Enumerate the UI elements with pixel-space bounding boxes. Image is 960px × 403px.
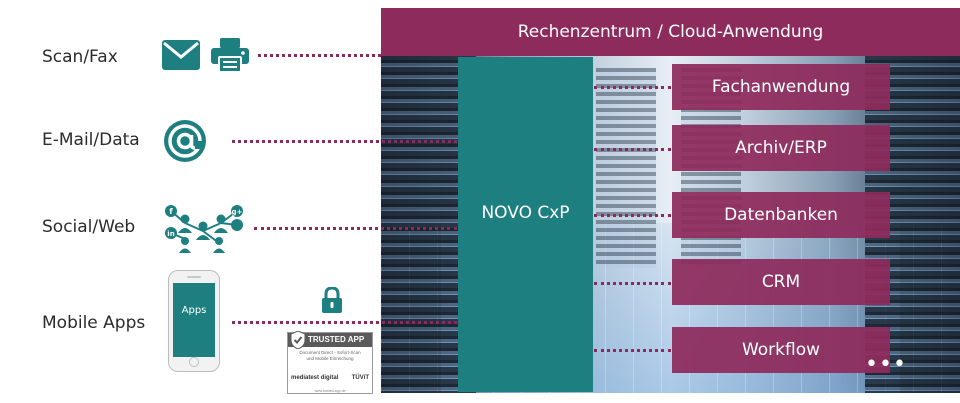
datacenter-banner-label: Rechenzentrum / Cloud-Anwendung xyxy=(517,22,824,42)
shield-check-icon xyxy=(291,331,305,349)
phone-home-button xyxy=(189,357,199,367)
source-label-mobile-apps: Mobile Apps xyxy=(42,313,146,333)
datacenter-rack-row-left xyxy=(596,68,656,268)
at-sign-icon xyxy=(164,120,206,162)
connector-mobile-apps xyxy=(232,321,457,324)
connector-core-archiv-erp xyxy=(594,148,671,151)
phone-screen-label: Apps xyxy=(181,305,207,316)
target-label: Datenbanken xyxy=(724,205,838,225)
datacenter-banner: Rechenzentrum / Cloud-Anwendung xyxy=(381,8,960,56)
social-network-icon: f in g+ xyxy=(165,205,243,253)
target-label: Workflow xyxy=(741,340,821,360)
badge-logos: mediatest digital TÜViT xyxy=(291,369,369,387)
target-label: CRM xyxy=(761,272,801,292)
connector-email-data xyxy=(232,140,457,143)
connector-scan-fax xyxy=(258,54,381,57)
target-label: Fachanwendung xyxy=(711,77,851,97)
svg-text:g+: g+ xyxy=(232,208,243,216)
core-platform-label: NOVO CxP xyxy=(481,203,570,223)
connector-core-workflow xyxy=(594,349,671,352)
target-box-datenbanken: Datenbanken xyxy=(672,192,890,238)
target-label: Archiv/ERP xyxy=(735,138,827,158)
badge-text-line: und Mobile Einreichung xyxy=(306,356,354,361)
source-label-scan-fax: Scan/Fax xyxy=(42,47,118,67)
phone-screen: Apps xyxy=(173,283,215,357)
target-box-archiv-erp: Archiv/ERP xyxy=(672,125,890,171)
connector-social-web xyxy=(254,227,457,230)
source-label-social-web: Social/Web xyxy=(42,217,136,237)
core-platform-box: NOVO CxP xyxy=(458,57,593,392)
phone-speaker xyxy=(187,276,201,278)
target-box-fachanwendung: Fachanwendung xyxy=(672,64,890,110)
connector-core-fachanwendung xyxy=(594,86,671,89)
connector-core-datenbanken xyxy=(594,214,671,217)
badge-logo-tuevit: TÜViT xyxy=(351,375,369,381)
badge-text-line: Document Direct - Sofort-Scan xyxy=(299,350,361,355)
badge-text: Document Direct - Sofort-Scan und Mobile… xyxy=(292,350,368,362)
lock-icon xyxy=(322,287,342,313)
badge-footer: www.trusted-app.de xyxy=(314,389,346,393)
more-dots: ••• xyxy=(865,352,907,377)
trusted-app-badge: TRUSTED APP Document Direct - Sofort-Sca… xyxy=(287,331,373,394)
printer-icon xyxy=(211,38,249,72)
badge-title: TRUSTED APP xyxy=(288,333,372,347)
target-box-workflow: Workflow xyxy=(672,327,890,373)
source-label-email-data: E-Mail/Data xyxy=(42,130,140,150)
envelope-icon xyxy=(162,40,200,70)
connector-core-crm xyxy=(594,282,671,285)
svg-text:in: in xyxy=(167,230,174,238)
target-box-crm: CRM xyxy=(672,259,890,305)
svg-text:f: f xyxy=(169,207,173,216)
badge-logo-mediatest: mediatest digital xyxy=(291,375,339,381)
smartphone-icon: Apps xyxy=(168,270,220,372)
